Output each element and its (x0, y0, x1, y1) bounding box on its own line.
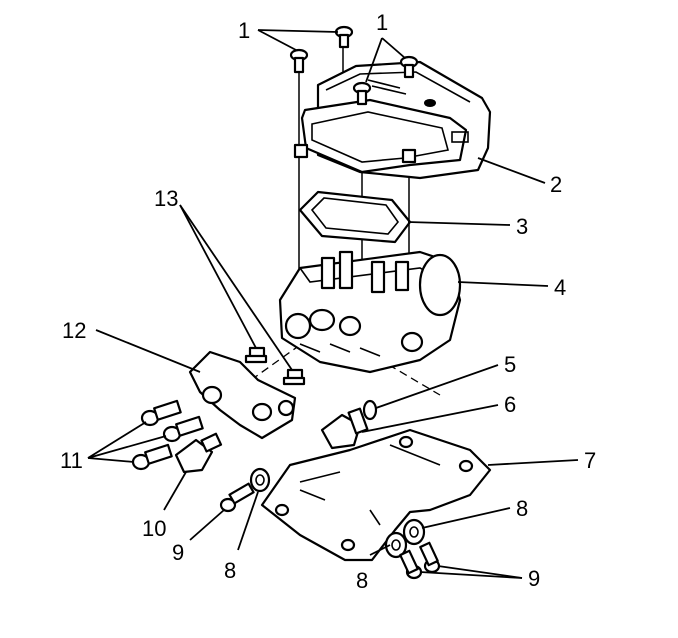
bolt-11c-icon (131, 443, 173, 471)
bolt-11b-icon (162, 415, 204, 443)
callout-4: 4 (554, 275, 566, 300)
callout-8-center: 8 (356, 568, 368, 593)
callout-7: 7 (584, 448, 596, 473)
bolt-13a-icon (244, 346, 268, 364)
callout-1-left: 1 (238, 18, 250, 43)
screw-1a-icon (289, 48, 309, 74)
callout-12: 12 (62, 318, 86, 343)
callout-1-right: 1 (376, 10, 388, 35)
screw-1c-icon (352, 81, 372, 106)
callout-13: 13 (154, 186, 178, 211)
bolt-11a-icon (140, 399, 182, 427)
part-4-valve-body (278, 250, 462, 374)
callout-8-right: 8 (516, 496, 528, 521)
bolt-13b-icon (282, 368, 306, 386)
part-3-gasket (298, 190, 412, 244)
grommet-8c-icon (402, 518, 426, 546)
leader-lines (87, 29, 579, 579)
callout-3: 3 (516, 214, 528, 239)
screw-1d-icon (399, 55, 419, 79)
part-13-bolts (244, 346, 306, 386)
part-2-cover (293, 60, 492, 180)
screw-1b-icon (334, 25, 354, 49)
part-10-sensor (174, 432, 223, 474)
bolt-9c-icon (419, 541, 441, 574)
callout-8-left: 8 (224, 558, 236, 583)
callout-9-right: 9 (528, 566, 540, 591)
part-9-bolts (219, 482, 441, 580)
callout-6: 6 (504, 392, 516, 417)
part-5-6-connector (320, 399, 378, 450)
callout-11: 11 (60, 448, 83, 473)
callout-labels: 1 1 2 3 4 5 6 7 8 8 8 9 9 10 11 12 13 (60, 10, 596, 593)
callout-5: 5 (504, 352, 516, 377)
grommet-8b-icon (384, 531, 408, 559)
part-7-mounting-plate (260, 428, 492, 562)
bolt-9b-icon (399, 549, 423, 580)
bolt-9a-icon (219, 482, 255, 513)
part-8-grommets (249, 467, 426, 559)
grommet-8a-icon (249, 467, 271, 493)
callout-9-left: 9 (172, 540, 184, 565)
part-12-bracket (188, 350, 297, 440)
callout-10: 10 (142, 516, 166, 541)
callout-2: 2 (550, 172, 562, 197)
